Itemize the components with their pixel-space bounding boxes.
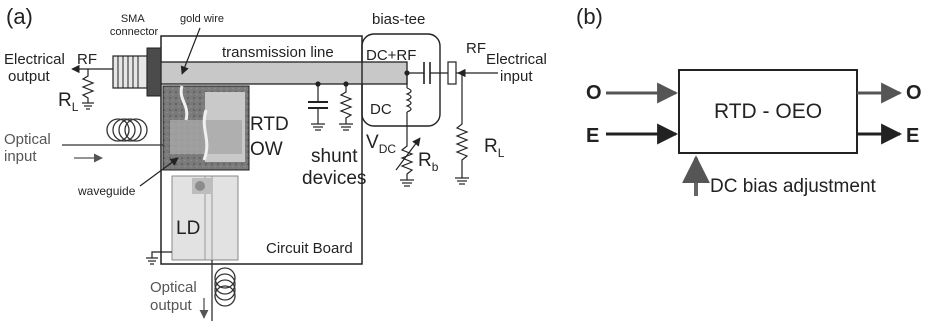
rtd-chip [162, 85, 250, 171]
rb-r: R [418, 150, 432, 171]
dc-rf-label: DC+RF [366, 47, 416, 64]
input-o-label: O [586, 82, 602, 104]
panel-a-label: (a) [6, 4, 33, 29]
shunt-devices-label: shunt devices [302, 146, 366, 189]
optical-input-label: Optical input [4, 131, 55, 165]
rl-left-sub: L [72, 100, 79, 114]
shunt-resistor [339, 81, 353, 131]
vdc-sub: DC [379, 142, 397, 156]
dc-bias-label: DC bias adjustment [710, 176, 877, 197]
rl-left-r: R [58, 90, 72, 111]
ei-line1: Electrical [486, 51, 547, 68]
bias-tee-wiring [404, 62, 448, 128]
rtd-oeo-label: RTD - OEO [714, 100, 822, 123]
input-e-label: E [586, 125, 599, 147]
waveguide-arrow [139, 157, 179, 187]
gold-wire-arrow [180, 27, 201, 75]
transmission-line [160, 61, 408, 85]
rl-left-resistor [81, 69, 95, 103]
panel-b-label: (b) [576, 4, 603, 29]
sd-line2: devices [302, 168, 366, 189]
bias-tee-box [361, 33, 441, 127]
rtd-label: RTD [250, 114, 289, 135]
rf-right-label: RF [466, 40, 486, 57]
circuit-board-label: Circuit Board [266, 240, 353, 257]
oo-line1: Optical [150, 279, 197, 296]
rl-right-sub: L [498, 146, 505, 160]
rl-right-r: R [484, 136, 498, 157]
rl-right-label: RL [484, 136, 505, 160]
optical-output-fiber [211, 260, 236, 321]
gold-wire-label: gold wire [180, 13, 224, 25]
dc-label: DC [370, 101, 392, 118]
output-o-label: O [906, 82, 922, 104]
rb-label: Rb [418, 150, 439, 174]
oi-line1: Optical [4, 131, 51, 148]
ld-block [171, 175, 239, 261]
rb-sub: b [432, 160, 439, 174]
vdc-source [395, 128, 421, 187]
electrical-output-label: Electrical output [4, 51, 69, 85]
electrical-input-label: Electrical input [486, 51, 551, 85]
bias-tee-label: bias-tee [372, 11, 425, 28]
waveguide-label: waveguide [77, 184, 136, 198]
vdc-label: VDC [366, 132, 396, 156]
rl-left-ground [82, 102, 94, 110]
ld-ground [146, 251, 172, 265]
sma-line1: SMA [121, 13, 146, 25]
eo-line1: Electrical [4, 51, 65, 68]
sma-connector [112, 47, 162, 97]
optical-input-fiber [62, 118, 163, 146]
rl-right-resistor [455, 73, 469, 185]
circuit-board [160, 35, 363, 265]
optical-output-label: Optical output [150, 279, 201, 314]
panel-a: (a) transmission line SMA connector gold… [4, 4, 551, 321]
ei-line2: input [500, 68, 533, 85]
vdc-v: V [366, 132, 379, 153]
ow-label: OW [250, 139, 283, 160]
rtd-oeo-block [678, 69, 858, 154]
eo-line2: output [8, 68, 51, 85]
oo-line2: output [150, 297, 193, 314]
panel-b: (b) RTD - OEO O E O E DC bias adjustment [576, 4, 922, 197]
rf-left-label: RF [77, 51, 97, 68]
ld-label: LD [176, 218, 200, 239]
sd-line1: shunt [311, 146, 358, 167]
shunt-capacitor [308, 81, 328, 131]
rl-left-label: RL [58, 90, 79, 114]
transmission-line-label: transmission line [222, 44, 334, 61]
output-e-label: E [906, 125, 919, 147]
sma-connector-label: SMA connector [110, 13, 159, 38]
oi-line2: input [4, 148, 37, 165]
sma-line2: connector [110, 26, 159, 38]
